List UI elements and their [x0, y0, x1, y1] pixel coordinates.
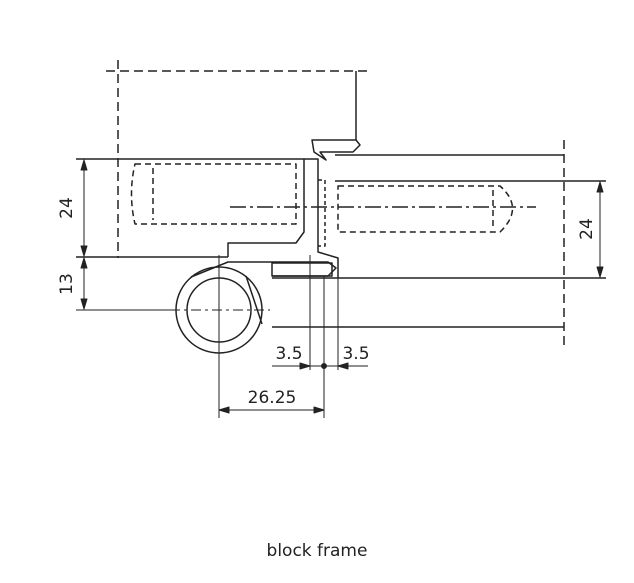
dim-leaf-height-label: 24	[577, 218, 597, 240]
dim-leaf-height	[596, 181, 604, 278]
caption: block frame	[266, 541, 368, 561]
dim-offset	[76, 257, 176, 311]
dim-gaps	[272, 362, 368, 370]
leaf-anchor-pin	[337, 185, 514, 233]
leaf-plate	[271, 262, 333, 277]
dim-frame-height-label: 24	[57, 197, 77, 219]
dim-axis-distance-label: 26.25	[248, 388, 297, 408]
dim-axis-distance	[218, 406, 325, 414]
dim-frame-height	[80, 159, 88, 257]
dim-gap-left-label: 3.5	[275, 344, 302, 364]
hinge-bracket-frame	[227, 158, 339, 278]
hinge-clip-top	[311, 139, 361, 161]
door-leaf	[272, 140, 606, 347]
dim-offset-label: 13	[57, 273, 77, 295]
frame-anchor-pin	[130, 163, 297, 225]
dim-gap-right-label: 3.5	[342, 344, 369, 364]
frame-profile	[76, 60, 368, 258]
